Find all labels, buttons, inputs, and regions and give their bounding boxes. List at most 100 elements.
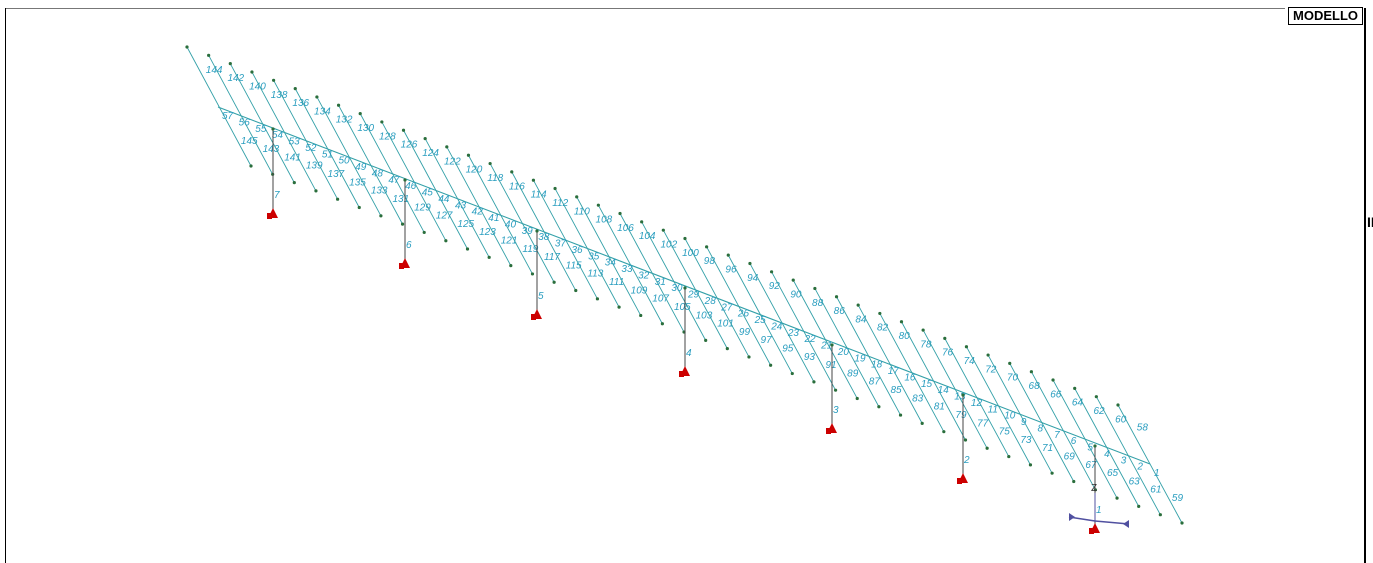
node-point[interactable] <box>791 278 795 282</box>
transverse-member[interactable] <box>987 354 1053 474</box>
transverse-member[interactable] <box>619 213 685 333</box>
transverse-member[interactable] <box>1095 396 1161 515</box>
node-point[interactable] <box>488 161 492 166</box>
node-point[interactable] <box>271 127 275 131</box>
node-point[interactable] <box>401 128 406 132</box>
node-point[interactable] <box>553 186 557 191</box>
node-point[interactable] <box>660 322 664 326</box>
transverse-member[interactable] <box>966 346 1031 466</box>
node-point[interactable] <box>1029 370 1033 374</box>
node-point[interactable] <box>292 181 296 185</box>
transverse-member[interactable] <box>1030 371 1096 491</box>
transverse-member[interactable] <box>944 338 1010 457</box>
node-point[interactable] <box>314 189 318 193</box>
node-point[interactable] <box>465 247 470 251</box>
transverse-member[interactable] <box>792 279 858 399</box>
transverse-member[interactable] <box>1009 363 1075 482</box>
node-point[interactable] <box>530 272 535 276</box>
node-point[interactable] <box>1007 454 1011 459</box>
transverse-member[interactable] <box>273 80 339 200</box>
transverse-member[interactable] <box>771 271 836 391</box>
node-point[interactable] <box>921 328 925 332</box>
node-point[interactable] <box>444 239 448 243</box>
node-point[interactable] <box>769 270 774 274</box>
node-point[interactable] <box>293 87 297 91</box>
transverse-member[interactable] <box>727 254 793 374</box>
node-point[interactable] <box>1050 471 1054 475</box>
transverse-member[interactable] <box>424 138 490 258</box>
transverse-member[interactable] <box>836 296 901 416</box>
transverse-member[interactable] <box>208 55 274 175</box>
node-point[interactable] <box>855 396 859 401</box>
node-point[interactable] <box>1094 395 1098 399</box>
node-point[interactable] <box>1051 378 1055 382</box>
transverse-member[interactable] <box>359 113 425 233</box>
transverse-member[interactable] <box>554 188 620 308</box>
node-point[interactable] <box>400 222 405 226</box>
node-point[interactable] <box>509 264 513 268</box>
node-point[interactable] <box>552 280 556 284</box>
transverse-member[interactable] <box>857 304 923 424</box>
transverse-member[interactable] <box>706 246 772 366</box>
node-point[interactable] <box>595 297 600 301</box>
node-point[interactable] <box>683 286 687 290</box>
node-point[interactable] <box>185 45 189 49</box>
node-point[interactable] <box>487 255 491 259</box>
transverse-member[interactable] <box>294 88 360 208</box>
node-point[interactable] <box>379 214 383 218</box>
node-point[interactable] <box>661 228 665 232</box>
node-point[interactable] <box>705 245 709 249</box>
transverse-member[interactable] <box>511 171 577 291</box>
transverse-member[interactable] <box>186 46 252 167</box>
node-point[interactable] <box>1028 463 1033 467</box>
node-point[interactable] <box>535 229 539 233</box>
node-point[interactable] <box>813 286 817 291</box>
node-point[interactable] <box>617 305 621 309</box>
node-point[interactable] <box>380 120 384 124</box>
pier-support-icon[interactable] <box>957 478 962 484</box>
transverse-member[interactable] <box>901 321 966 441</box>
node-point[interactable] <box>1115 496 1119 500</box>
node-point[interactable] <box>726 253 730 257</box>
node-point[interactable] <box>445 145 449 149</box>
node-point[interactable] <box>877 405 881 409</box>
node-point[interactable] <box>272 78 276 82</box>
transverse-member[interactable] <box>446 146 512 266</box>
transverse-member[interactable] <box>229 63 295 183</box>
transverse-member[interactable] <box>684 238 750 358</box>
node-point[interactable] <box>358 112 362 116</box>
node-point[interactable] <box>830 343 834 347</box>
node-point[interactable] <box>510 170 514 174</box>
node-point[interactable] <box>574 288 578 293</box>
node-point[interactable] <box>403 178 407 182</box>
pier-support-icon[interactable] <box>531 314 536 320</box>
node-point[interactable] <box>748 261 752 266</box>
transverse-member[interactable] <box>533 179 598 300</box>
transverse-member[interactable] <box>597 204 663 324</box>
node-point[interactable] <box>575 195 579 199</box>
node-point[interactable] <box>683 236 687 241</box>
node-point[interactable] <box>596 203 600 207</box>
node-point[interactable] <box>1073 386 1077 390</box>
transverse-member[interactable] <box>489 163 555 283</box>
node-point[interactable] <box>790 371 794 376</box>
node-point[interactable] <box>747 355 751 359</box>
pier-support-icon[interactable] <box>679 371 684 377</box>
node-point[interactable] <box>1137 504 1141 508</box>
node-point[interactable] <box>639 313 643 318</box>
node-point[interactable] <box>834 295 839 299</box>
node-point[interactable] <box>336 197 340 201</box>
node-point[interactable] <box>640 220 644 224</box>
node-point[interactable] <box>357 205 361 210</box>
pier-support-icon[interactable] <box>1089 528 1094 534</box>
transverse-member[interactable] <box>576 196 642 316</box>
pier-support-icon[interactable] <box>267 213 272 219</box>
node-point[interactable] <box>336 103 341 107</box>
node-point[interactable] <box>920 421 924 425</box>
node-point[interactable] <box>423 136 427 141</box>
node-point[interactable] <box>961 393 965 397</box>
deck-girder-line[interactable] <box>217 106 1151 465</box>
node-point[interactable] <box>986 353 990 357</box>
